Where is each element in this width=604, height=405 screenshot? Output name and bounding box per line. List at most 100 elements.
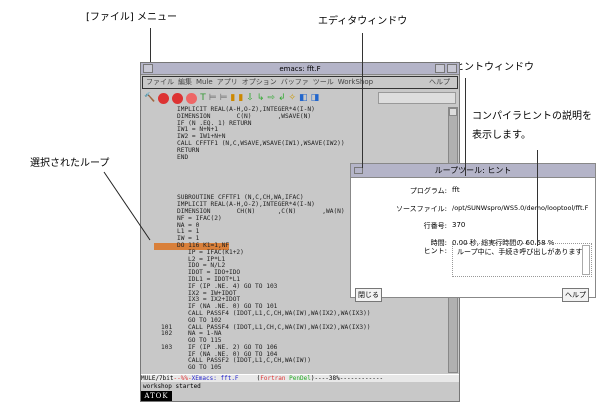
code-text: L1 = 1 xyxy=(177,228,200,236)
code-line[interactable]: GO TO 115 xyxy=(141,337,446,345)
code-text: IDO = N/L2 xyxy=(188,262,226,270)
hint-scrollbar[interactable] xyxy=(582,245,590,275)
code-line[interactable]: CALL PASSF4 (IDOT,L1,C,CH,WA(IW),WA(IX2)… xyxy=(141,310,446,318)
code-text: IW = 1 xyxy=(177,235,200,243)
code-text: GO TO 102 xyxy=(188,316,222,324)
code-line[interactable]: L2 = IP*L1 xyxy=(141,256,446,264)
code-line[interactable]: IW1 = N+N+1 xyxy=(141,127,446,134)
code-text: IW2 = IW1+N+N xyxy=(177,133,226,141)
menu-buffers[interactable]: バッファ xyxy=(280,78,309,86)
clear-icon[interactable] xyxy=(186,92,198,104)
back-icon[interactable]: ◧ xyxy=(299,93,308,103)
menu-apps[interactable]: アプリ xyxy=(216,78,238,86)
code-line[interactable]: IW2 = IW1+N+N xyxy=(141,133,446,141)
code-text: NA = 0 xyxy=(177,221,200,229)
code-line[interactable]: DIMENSION C(N) ,WSAVE(N) xyxy=(141,113,446,121)
code-line[interactable]: IF (N .EQ. 1) RETURN xyxy=(141,119,446,128)
code-line[interactable]: CALL PASSF2 (IDOT,L1,C,CH,WA(IW)) xyxy=(141,358,446,365)
editor-text-area[interactable]: IMPLICIT REAL(A-H,O-Z),INTEGER*4(I-N)DIM… xyxy=(141,106,446,373)
code-text: END xyxy=(177,153,189,161)
code-line[interactable]: IX3 = IX2+IDOT xyxy=(141,297,446,304)
print-icon[interactable]: ⊨ xyxy=(208,93,217,103)
help-button[interactable]: ヘルプ xyxy=(562,288,589,302)
code-text: CALL CFFTF1 (N,C,WSAVE,WSAVE(IW1),WSAVE(… xyxy=(177,139,345,147)
code-line[interactable]: IX2 = IW+IDOT xyxy=(141,290,446,298)
code-line[interactable]: SUBROUTINE CFFTF1 (N,C,CH,WA,IFAC) xyxy=(141,195,446,202)
maximize-button[interactable] xyxy=(447,64,457,73)
code-line[interactable]: RETURN xyxy=(141,146,446,155)
minimize-button[interactable] xyxy=(435,64,445,73)
mode-coding: MULE/7bit xyxy=(141,375,174,382)
minibuffer[interactable]: workshop started xyxy=(143,383,201,390)
hint-title-bar[interactable]: ループツール: ヒント xyxy=(351,164,595,178)
callout-hint-desc: コンパイラヒントの説明を xyxy=(472,111,592,122)
menu-options[interactable]: オプション xyxy=(241,78,277,86)
toolbar-field[interactable] xyxy=(378,92,456,104)
code-line[interactable]: IF (NA .NE. 0) GO TO 101 xyxy=(141,303,446,311)
menu-file[interactable]: ファイル xyxy=(146,78,174,86)
code-text: IF (N .EQ. 1) RETURN xyxy=(177,119,252,127)
menu-edit[interactable]: 編集 xyxy=(178,78,192,86)
code-line[interactable]: GO TO 102 xyxy=(141,316,446,325)
stop-icon[interactable] xyxy=(158,92,170,104)
code-line[interactable]: IW = 1 xyxy=(141,235,446,243)
code-line[interactable]: IMPLICIT REAL(A-H,O-Z),INTEGER*4(I-N) xyxy=(141,201,446,209)
code-text: GO TO 115 xyxy=(188,337,222,345)
continue-icon[interactable]: ⇨ xyxy=(267,93,275,103)
code-line[interactable]: IDO = N/L2 xyxy=(141,263,446,270)
callout-hint-window: ヒントウィンドウ xyxy=(454,62,534,73)
mode-position: )----38%------------ xyxy=(310,375,384,382)
code-line[interactable]: IF (NA .NE. 0) GO TO 104 xyxy=(141,351,446,359)
window-menu-button[interactable] xyxy=(354,167,363,174)
code-line[interactable]: END xyxy=(141,153,446,162)
menu-workshop[interactable]: WorkShop xyxy=(337,78,374,86)
statement-label: 101 xyxy=(161,323,173,331)
code-line[interactable]: IDOT = IDO+IDO xyxy=(141,269,446,277)
menu-help[interactable]: ヘルプ xyxy=(429,78,450,86)
hint-text-area[interactable]: ループ中に、手続き呼び出しがあります xyxy=(452,243,592,277)
menu-tools[interactable]: ツール xyxy=(312,78,334,86)
emacs-title-bar[interactable]: emacs: fft.F xyxy=(141,63,459,75)
forward-icon[interactable]: ◨ xyxy=(310,93,320,103)
code-line[interactable]: CALL CFFTF1 (N,C,WSAVE,WSAVE(IW1),WSAVE(… xyxy=(141,139,446,148)
up-frame-icon[interactable]: ▮ xyxy=(230,93,236,103)
code-text: IF (IP .NE. 4) GO TO 103 xyxy=(188,282,278,290)
code-line[interactable]: NF = IFAC(2) xyxy=(141,214,446,223)
mode-paren: ( xyxy=(238,375,261,382)
close-button[interactable]: 閉じる xyxy=(355,288,382,302)
stop-at-icon[interactable] xyxy=(172,92,184,104)
fix-icon[interactable]: ✧ xyxy=(288,93,297,103)
step-into-icon[interactable]: ⇩ xyxy=(246,93,254,103)
step-down-icon[interactable]: T xyxy=(200,93,206,103)
code-text: RETURN xyxy=(177,146,200,154)
code-line[interactable]: GO TO 105 xyxy=(141,364,446,372)
code-line[interactable]: IMPLICIT REAL(A-H,O-Z),INTEGER*4(I-N) xyxy=(141,106,446,114)
window-menu-button[interactable] xyxy=(143,64,153,73)
code-text: NF = IFAC(2) xyxy=(177,214,222,222)
code-line[interactable]: IF (IP .NE. 4) GO TO 103 xyxy=(141,282,446,291)
code-text: NA = 1-NA xyxy=(188,330,222,338)
code-line[interactable]: L1 = 1 xyxy=(141,229,446,236)
ime-indicator: ATOK xyxy=(141,391,172,401)
code-line[interactable]: IP = IFAC(K1+2) xyxy=(141,249,446,257)
print-star-icon[interactable]: ⊨ xyxy=(219,93,228,103)
callout-line xyxy=(362,33,363,168)
down-frame-icon[interactable]: ▮ xyxy=(238,93,244,103)
code-line[interactable]: DIMENSION CH(N) ,C(N) ,WA(N) xyxy=(141,208,446,216)
menu-mule[interactable]: Mule xyxy=(196,78,213,86)
selected-loop-line[interactable]: DO 116 K1=1,NF xyxy=(141,242,446,250)
code-text: IW1 = N+N+1 xyxy=(177,126,218,134)
code-text: SUBROUTINE CFFTF1 (N,C,CH,WA,IFAC) xyxy=(177,194,304,202)
step-over-icon[interactable]: ↳ xyxy=(256,93,265,103)
callout-selected-loop: 選択されたループ xyxy=(30,158,110,169)
step-out-icon[interactable]: ↲ xyxy=(277,93,286,103)
code-line[interactable]: IDL1 = IDOT*L1 xyxy=(141,276,446,284)
mode-major: Fortran xyxy=(260,375,286,382)
scroll-up-arrow[interactable] xyxy=(449,108,457,116)
build-icon[interactable]: 🔨 xyxy=(144,93,156,103)
code-line[interactable]: NA = 0 xyxy=(141,221,446,230)
